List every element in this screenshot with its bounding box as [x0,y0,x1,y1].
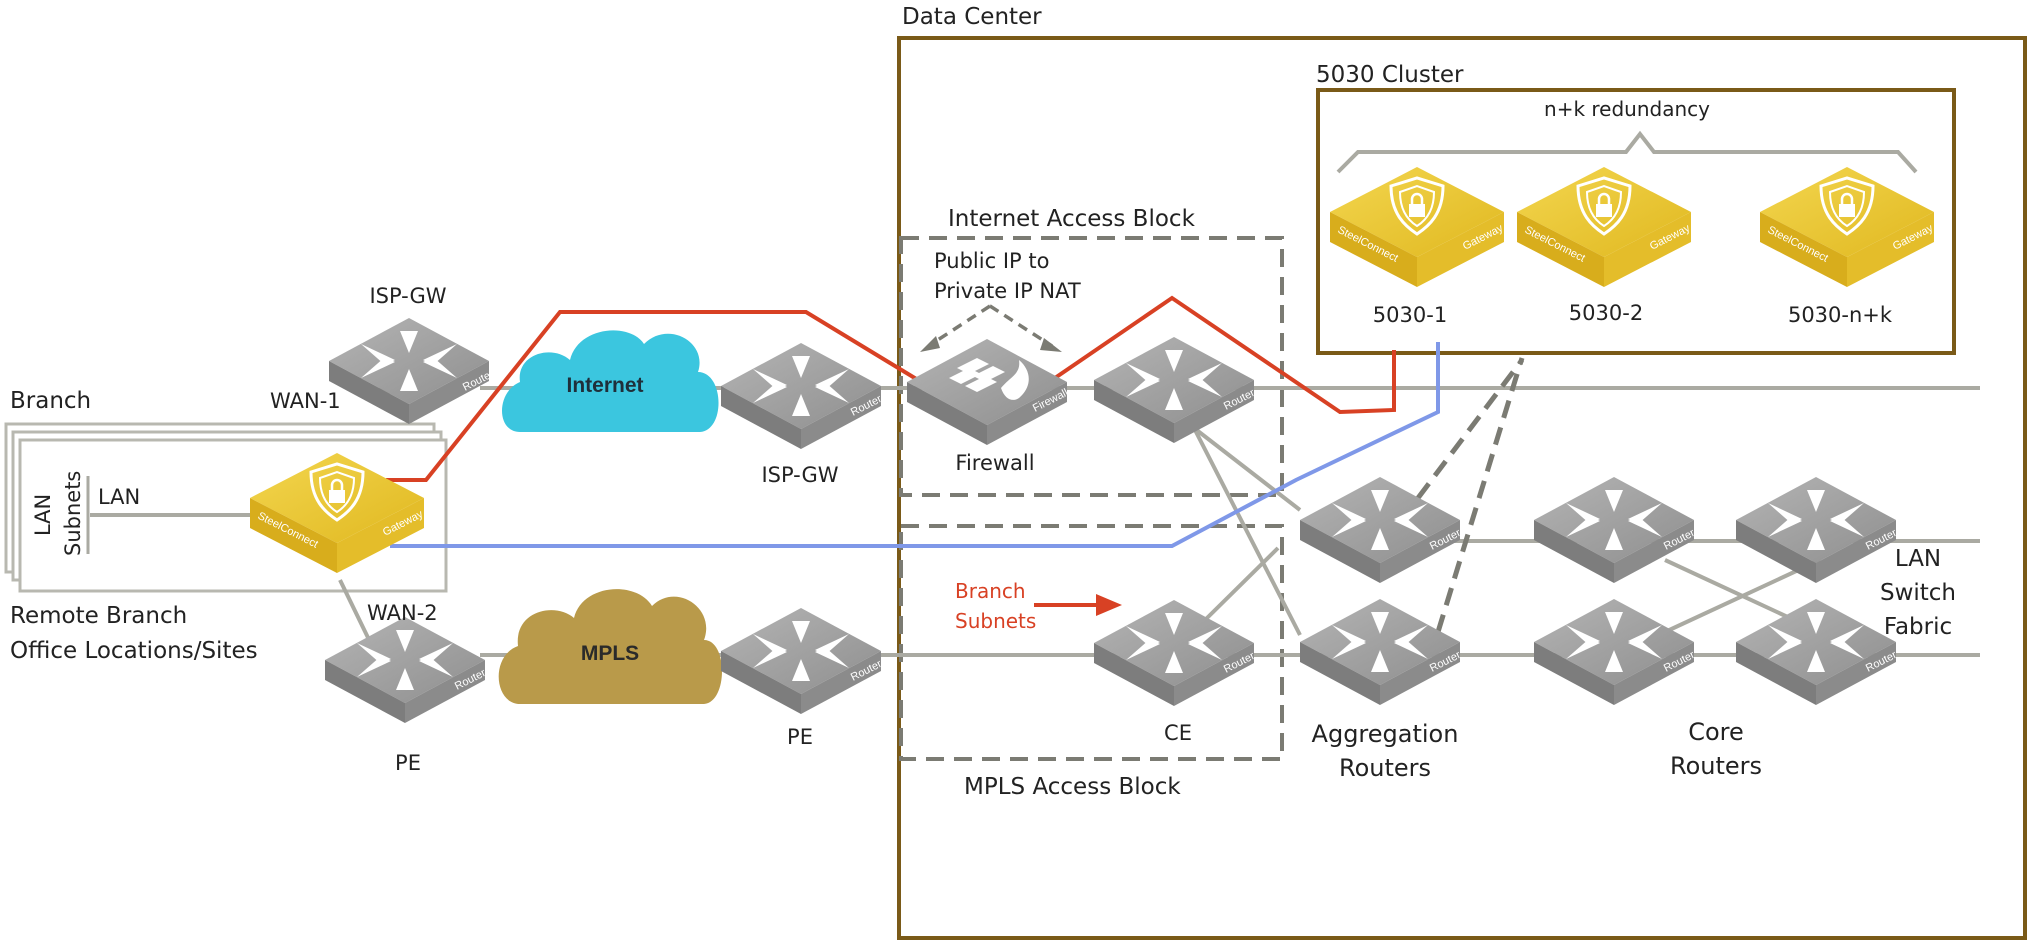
router-pe-branch[interactable]: Router [325,617,488,723]
pe-mid-label: PE [787,725,813,749]
labels: Data Center 5030 Cluster n+k redundancy … [10,4,1956,800]
cluster-dashed-links [1416,357,1525,633]
data-center-title: Data Center [902,4,1042,30]
router-core-bottom-right[interactable]: Router [1736,599,1899,705]
router-core-top-right[interactable]: Router [1736,477,1899,583]
nat-arrowhead-right [1040,338,1062,352]
nat-arrows [929,304,1053,348]
internet-cloud-label: Internet [566,374,643,397]
mpls-block-title: MPLS Access Block [964,774,1181,800]
router-internet-block[interactable]: Router [1094,337,1257,443]
mpls-cloud-label: MPLS [581,642,639,665]
nat-label-line1: Public IP to [934,249,1049,273]
gateway-5030-1[interactable]: SteelConnect Gateway [1328,165,1506,289]
cluster-node-2-label: 5030-2 [1569,301,1643,325]
branch-subnets-label-2: Subnets [955,609,1036,633]
firewall-label: Firewall [955,451,1034,475]
remote-branch-line1: Remote Branch [10,603,187,629]
branch-title: Branch [10,388,91,414]
fabric-label-3: Fabric [1884,614,1952,640]
router-core-top-left[interactable]: Router [1534,477,1697,583]
cluster-frame [1316,88,1956,355]
core-label-2: Routers [1670,752,1762,780]
branch-subnets-label-1: Branch [955,579,1026,603]
cluster-title: 5030 Cluster [1316,62,1464,88]
aggregation-label-2: Routers [1339,754,1431,782]
router-core-bottom-left[interactable]: Router [1534,599,1697,705]
wan2-label: WAN-2 [367,601,438,625]
lan-subnets-line2: Subnets [61,471,85,556]
router-ce[interactable]: Router [1094,600,1257,706]
router-aggregation-top[interactable]: Router [1300,477,1463,583]
fabric-label-2: Switch [1880,580,1956,606]
router-isp-gw-mid[interactable]: Router [721,343,884,449]
internet-block-title: Internet Access Block [948,206,1196,232]
remote-branch-line2: Office Locations/Sites [10,638,258,664]
pe-branch-label: PE [395,751,421,775]
aggregation-label-1: Aggregation [1312,720,1459,748]
mpls-path-blue [390,342,1440,548]
router-aggregation-bottom[interactable]: Router [1300,599,1463,705]
isp-gw-mid-label: ISP-GW [761,463,838,487]
gateway-5030-2[interactable]: SteelConnect Gateway [1515,165,1693,289]
router-pe-mid[interactable]: Router [721,608,884,714]
fabric-label-1: LAN [1895,546,1941,572]
firewall-device[interactable]: Firewall [907,339,1070,445]
router-isp-gw-branch[interactable]: Router [329,318,496,424]
lan-label: LAN [98,485,140,509]
redundancy-label: n+k redundancy [1544,97,1710,121]
gateway-5030-nk[interactable]: SteelConnect Gateway [1758,165,1936,289]
core-label-1: Core [1688,718,1744,746]
internet-cloud: Internet [502,330,719,432]
isp-gw-branch-label: ISP-GW [369,284,446,308]
cluster-node-nk-label: 5030-n+k [1788,303,1893,327]
ce-label: CE [1164,721,1192,745]
cluster-node-1-label: 5030-1 [1373,303,1447,327]
lan-subnets-line1: LAN [31,494,55,536]
branch-subnets-arrowhead [1096,594,1122,616]
internet-access-block [899,236,1284,497]
wan1-label: WAN-1 [270,389,341,413]
nat-label-line2: Private IP NAT [934,279,1081,303]
mpls-cloud: MPLS [498,589,722,704]
nat-arrowhead-left [920,336,940,352]
redundancy-bracket [1336,130,1918,174]
